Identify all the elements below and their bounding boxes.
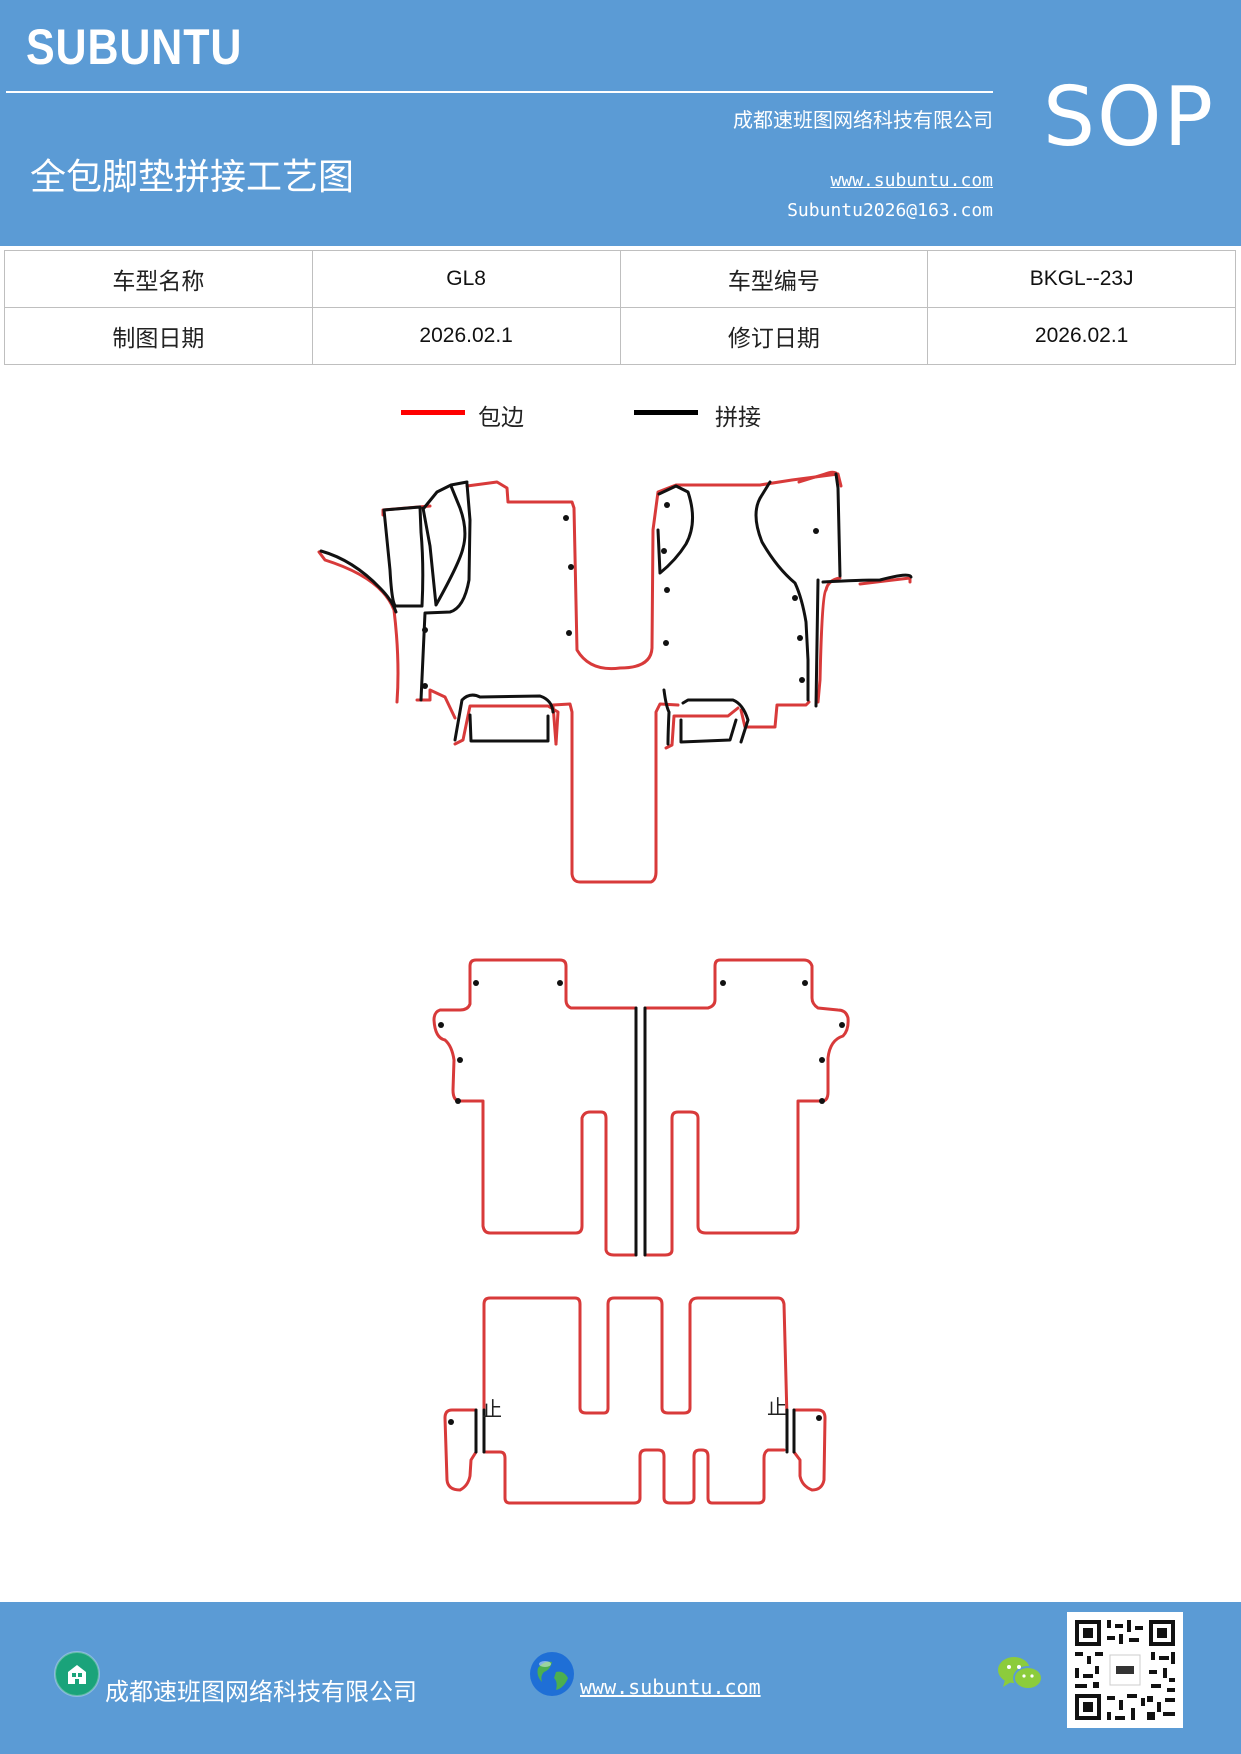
middle-mat-piece [432, 958, 850, 1257]
fastener-dot [568, 564, 574, 570]
mat-diagram: 止 止 [317, 470, 913, 1505]
qr-code [1067, 1612, 1183, 1728]
seam-line [422, 480, 469, 510]
seam-line [319, 549, 398, 614]
seam-line [821, 573, 913, 584]
draw-date-label: 制图日期 [4, 307, 313, 365]
website-link[interactable]: www.subuntu.com [830, 170, 993, 191]
table-row: 制图日期 2026.02.1 修订日期 2026.02.1 [4, 307, 1236, 365]
fastener-dot [664, 502, 670, 508]
wechat-icon [998, 1657, 1043, 1690]
email-address: Subuntu2026@163.com [787, 200, 993, 221]
front-mat-dots [422, 502, 819, 689]
legend-label-edging: 包边 [478, 405, 524, 431]
fastener-dot [802, 980, 808, 986]
seam-line [814, 578, 820, 708]
seam-line [679, 718, 738, 744]
seam-line [681, 698, 750, 744]
fastener-dot [455, 1098, 461, 1104]
company-name: 成都速班图网络科技有限公司 [733, 108, 993, 132]
seam-line [382, 505, 425, 608]
edging-line [482, 1296, 789, 1420]
seam-line [421, 484, 467, 607]
fastener-dot [813, 528, 819, 534]
fastener-dot [422, 627, 428, 633]
edging-line [443, 1408, 478, 1492]
model-code-value: BKGL--23J [927, 250, 1236, 308]
fastener-dot [819, 1057, 825, 1063]
footer-website-link[interactable]: www.subuntu.com [580, 1675, 761, 1699]
stop-mark-right: 止 [767, 1395, 787, 1419]
fastener-dot [473, 980, 479, 986]
edging-line [453, 704, 560, 746]
header-banner: SUBUNTU 成都速班图网络科技有限公司 全包脚垫拼接工艺图 www.subu… [0, 0, 1241, 246]
legend-swatch-edging [401, 410, 465, 415]
fastener-dot [422, 683, 428, 689]
edging-line [415, 688, 457, 720]
fastener-dot [557, 980, 563, 986]
qr-code-pattern [1067, 1612, 1183, 1728]
rear-mat-dot [816, 1415, 822, 1421]
footer-company: 成都速班图网络科技有限公司 [105, 1678, 417, 1706]
edging-line [551, 702, 680, 884]
edging-line [432, 958, 638, 1257]
legend-swatch-seam [634, 410, 698, 415]
globe-icon [530, 1652, 574, 1696]
legend-label-seam: 拼接 [715, 405, 761, 431]
model-name-value: GL8 [311, 250, 621, 308]
stop-mark-left: 止 [482, 1397, 502, 1421]
edging-line [816, 576, 842, 704]
seam-line [662, 688, 671, 746]
fastener-dot [566, 630, 572, 636]
edging-line [317, 550, 400, 704]
edging-line [482, 1448, 786, 1505]
rear-mat-dot [448, 1419, 454, 1425]
seam-line [453, 693, 555, 742]
seam-line [468, 713, 550, 743]
edging-line [792, 1408, 827, 1492]
building-icon [54, 1651, 100, 1697]
fastener-dot [563, 515, 569, 521]
header-divider [6, 91, 993, 93]
fastener-dot [839, 1022, 845, 1028]
sop-badge: SOP [1043, 70, 1216, 165]
legend: 包边 拼接 [0, 398, 1241, 438]
revise-date-label: 修订日期 [619, 307, 929, 365]
fastener-dot [663, 640, 669, 646]
brand-logo: SUBUNTU [26, 19, 243, 75]
revise-date-value: 2026.02.1 [927, 307, 1236, 365]
front-mat-piece [317, 470, 913, 884]
edging-line [664, 706, 740, 750]
fastener-dot [797, 635, 803, 641]
table-row: 车型名称 GL8 车型编号 BKGL--23J [4, 250, 1236, 308]
fastener-dot [799, 677, 805, 683]
fastener-dot [664, 587, 670, 593]
seam-line [834, 472, 842, 578]
fastener-dot [661, 548, 667, 554]
fastener-dot [457, 1057, 463, 1063]
middle-mat-dots [438, 980, 845, 1104]
model-code-label: 车型编号 [619, 250, 929, 308]
document-title: 全包脚垫拼接工艺图 [30, 157, 355, 198]
rear-mat-piece [443, 1296, 827, 1505]
seam-line [419, 482, 472, 702]
model-name-label: 车型名称 [4, 250, 313, 308]
edging-line [739, 700, 811, 729]
fastener-dot [438, 1022, 444, 1028]
draw-date-value: 2026.02.1 [311, 307, 621, 365]
seam-line [656, 484, 694, 575]
edging-line [643, 958, 850, 1257]
seam-line [754, 480, 810, 702]
footer-banner: 成都速班图网络科技有限公司 www.subuntu.com [0, 1602, 1241, 1754]
fastener-dot [792, 595, 798, 601]
fastener-dot [819, 1098, 825, 1104]
edging-line [465, 472, 843, 671]
fastener-dot [720, 980, 726, 986]
info-table: 车型名称 GL8 车型编号 BKGL--23J 制图日期 2026.02.1 修… [4, 250, 1236, 365]
